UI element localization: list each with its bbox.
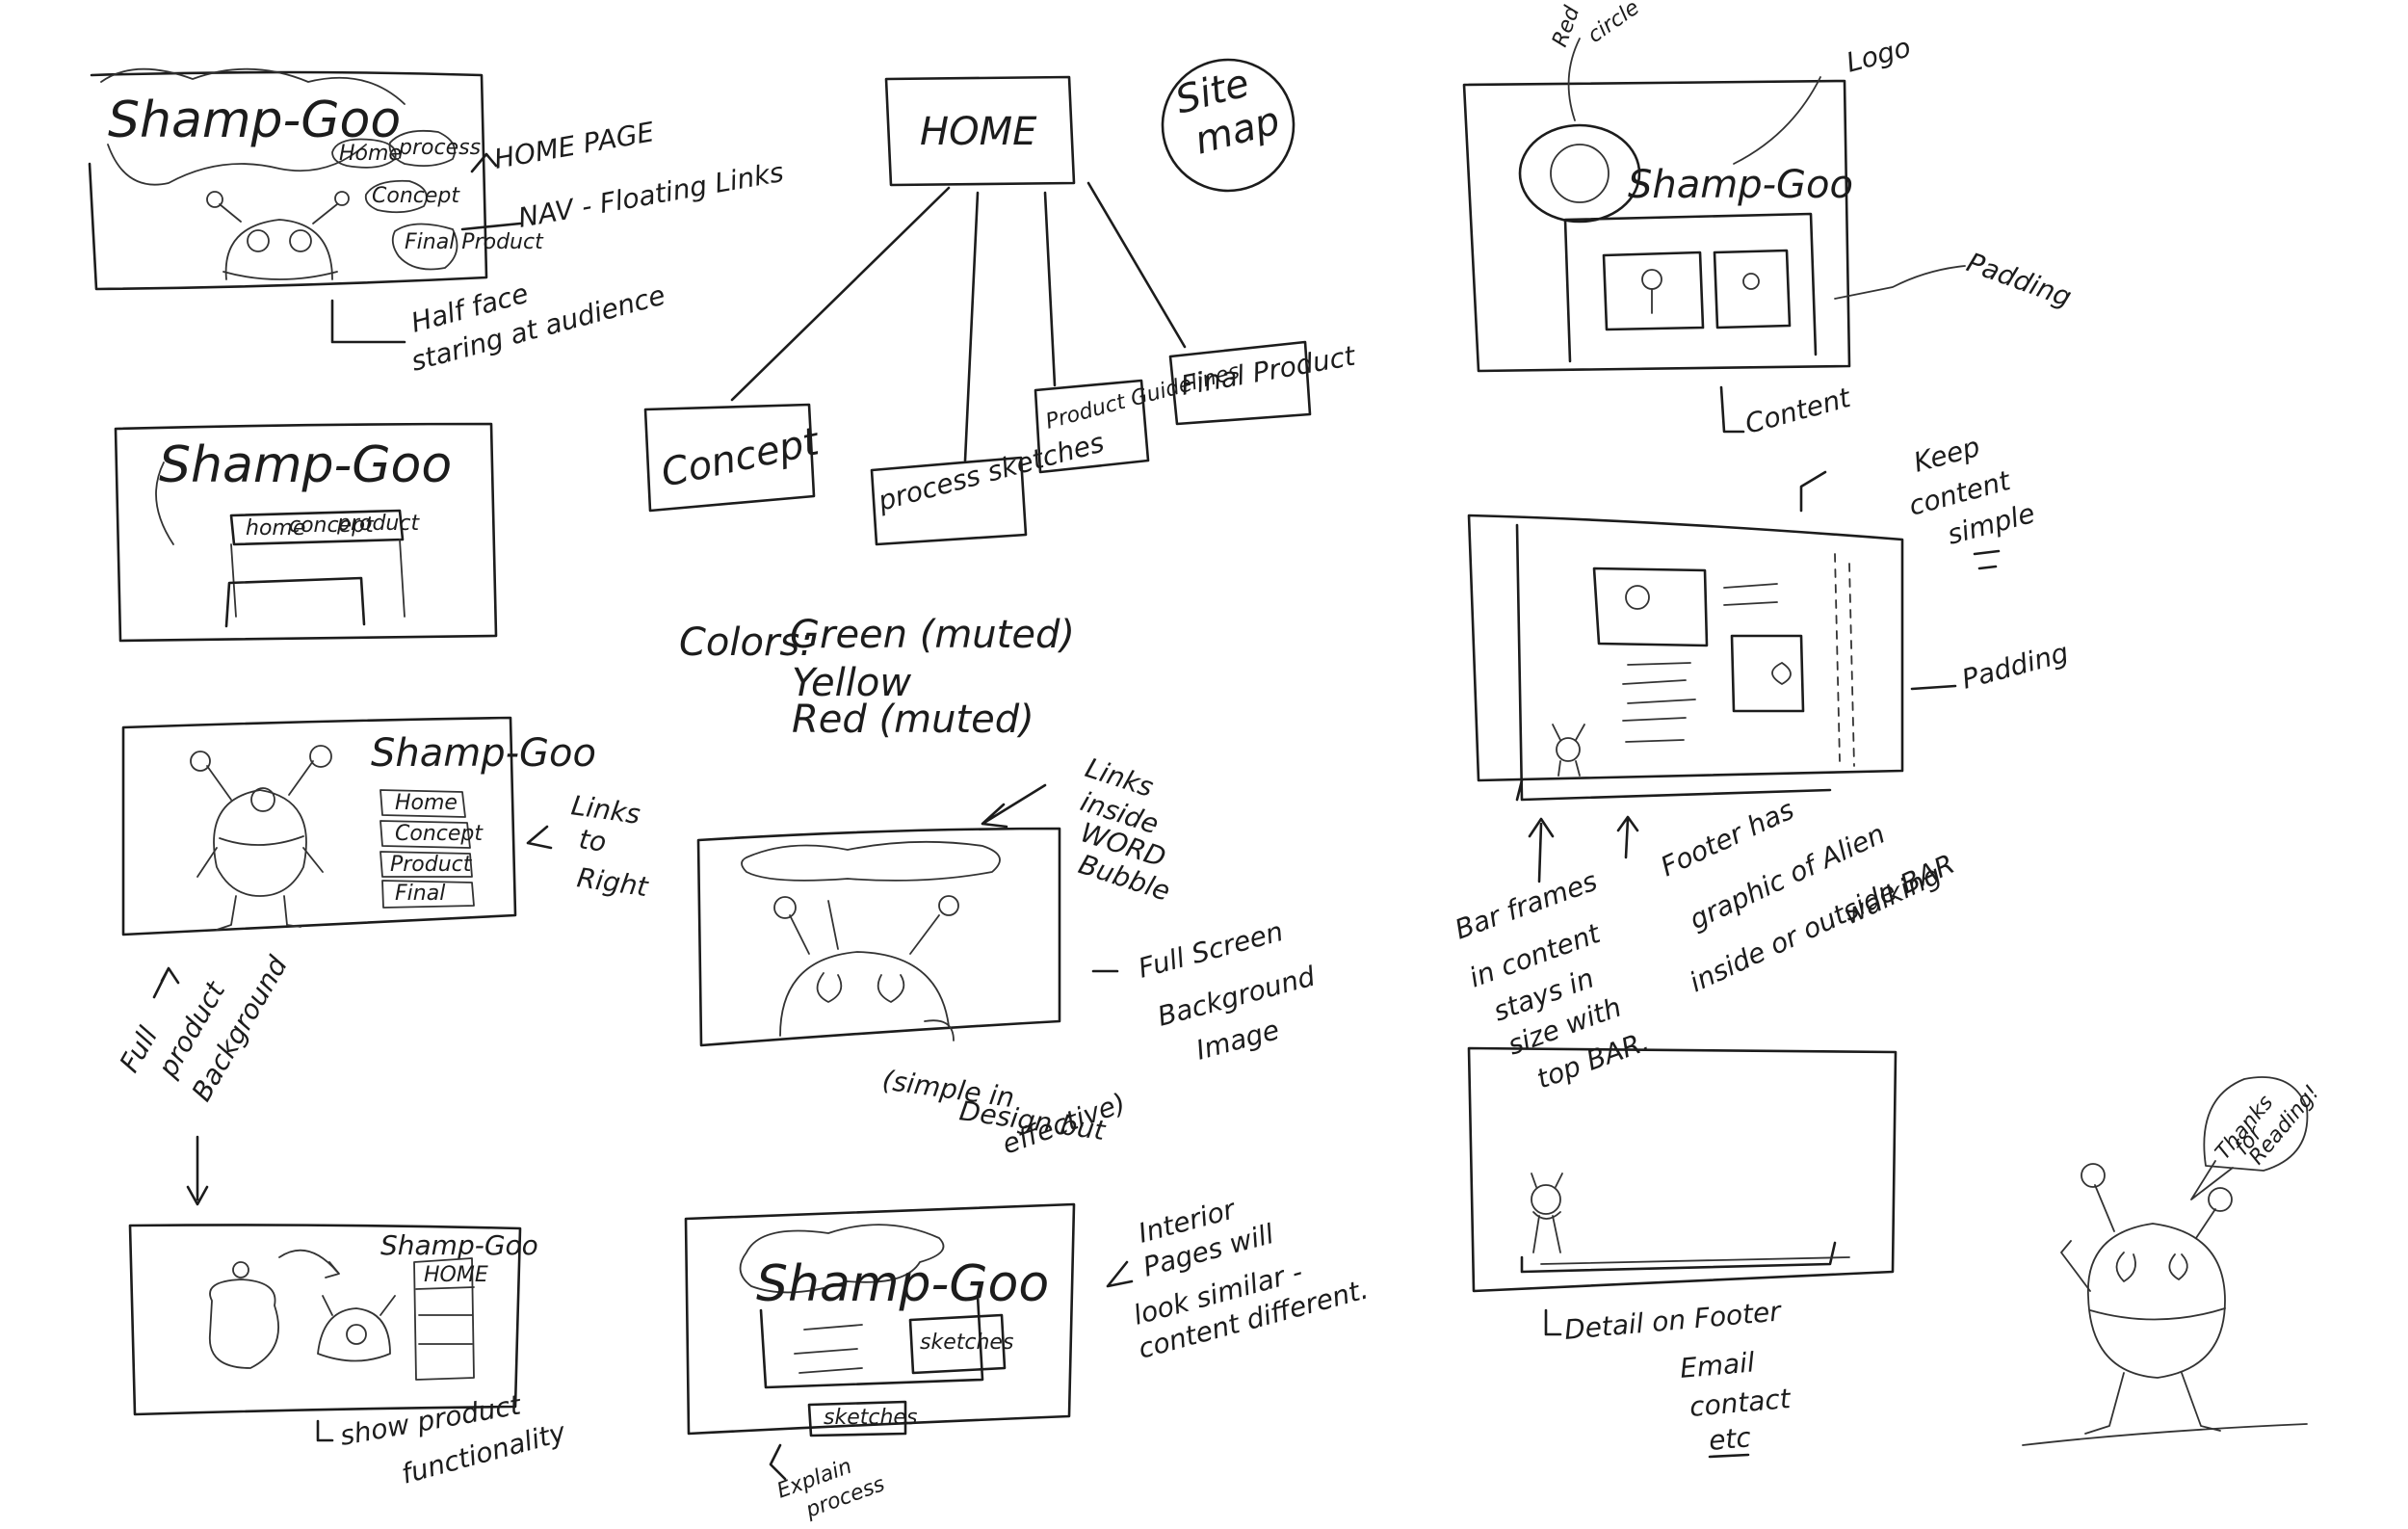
- sketches-content-label: sketches: [920, 1331, 1013, 1355]
- nav-process[interactable]: process: [398, 136, 481, 160]
- sketches-tab-label: sketches: [824, 1406, 917, 1430]
- alien-walking-icon: [1531, 1173, 1563, 1253]
- wireframe-word-bubble: Links inside WORD Bubble Full Screen Bac…: [696, 751, 1319, 1161]
- nav-link-list: Home Concept Product Final: [380, 789, 484, 909]
- alien-full-body-icon: [190, 745, 332, 931]
- wireframe-content-bar: Keep content simple Padding Bar frames i…: [1451, 431, 2072, 1095]
- node-final-product-label: Final Product: [1178, 339, 1358, 401]
- annotation-padding: Padding: [1958, 637, 2072, 696]
- annotation-keep-1: Keep: [1910, 431, 1983, 479]
- wireframe-layout-2: Shamp-Goo home concept product: [114, 422, 498, 643]
- node-concept: [643, 403, 816, 513]
- logo-text: Shamp-Goo: [159, 436, 452, 494]
- annotation-footer-detail-1: Detail on Footer: [1563, 1295, 1784, 1346]
- nav-product[interactable]: Product: [390, 853, 473, 877]
- alien-peek-icon: [317, 1295, 396, 1362]
- annotation-home-page: HOME PAGE: [491, 116, 656, 175]
- wireframe-product-functionality: Shamp-Goo HOME show product functionalit…: [128, 1224, 569, 1490]
- sketches-content-box[interactable]: [908, 1313, 1007, 1375]
- node-process-sketches-label: process sketches: [874, 426, 1107, 517]
- nav-product[interactable]: product: [336, 512, 420, 536]
- annotation-footer-detail-3: contact: [1688, 1383, 1793, 1423]
- mascot-alien: Thanks for Reading!: [2022, 1076, 2324, 1446]
- annotation-full-screen-3: Image: [1192, 1014, 1282, 1067]
- logo-text: Shamp-Goo: [380, 1229, 538, 1261]
- annotation-footer-detail-2: Email: [1679, 1346, 1756, 1384]
- nav-concept[interactable]: Concept: [395, 822, 484, 846]
- node-home-label: HOME: [920, 110, 1037, 154]
- wireframe-layout-3: Shamp-Goo Home Concept Product Final Lin…: [113, 716, 651, 1206]
- logo-text: Shamp-Goo: [371, 731, 596, 776]
- nav-home[interactable]: HOME: [424, 1263, 488, 1287]
- node-product-guidelines: [1034, 379, 1150, 474]
- node-home: [884, 75, 1076, 187]
- annotation-links-3: Right: [575, 861, 651, 903]
- nav-concept[interactable]: Concept: [372, 184, 460, 208]
- logo-text: Shamp-Goo: [756, 1255, 1049, 1313]
- node-process-sketches: [870, 456, 1028, 546]
- colors-note: Colors: Green (muted) Yellow Red (muted): [679, 613, 1075, 742]
- nav-concept[interactable]: concept: [289, 514, 375, 538]
- annotation-simple-3: effective): [998, 1087, 1130, 1161]
- annotation-red-circle-1: Red: [1548, 2, 1584, 50]
- sketches-tab[interactable]: [807, 1400, 907, 1437]
- color-green-muted: Green (muted): [790, 613, 1075, 657]
- speech-bubble: [2203, 1076, 2309, 1172]
- annotation-nav: NAV - Floating Links: [515, 156, 786, 234]
- nav-final[interactable]: Final: [395, 882, 445, 906]
- node-concept-label: Concept: [658, 419, 824, 496]
- nav-final-product[interactable]: Final Product: [405, 230, 544, 254]
- annotation-links-1: Links: [569, 789, 642, 830]
- annotation-red-circle-2: circle: [1584, 0, 1644, 48]
- wireframe-home-page: Shamp-Goo Home process Concept Final Pro…: [88, 67, 786, 378]
- logo-red-circle: [1518, 123, 1641, 224]
- product-bottle-icon: [209, 1261, 279, 1369]
- alien-half-face-icon: [206, 191, 350, 280]
- alien-walking-icon: [1552, 724, 1585, 777]
- alien-large-face-icon: [773, 895, 959, 1041]
- colors-label: Colors:: [679, 620, 813, 665]
- logo-text: Shamp-Goo: [108, 92, 401, 149]
- annotation-padding: Padding: [1963, 247, 2076, 314]
- wireframe-interior-page: Shamp-Goo sketches sketches Interior Pag…: [684, 1193, 1372, 1523]
- logo-text: Shamp-Goo: [1628, 163, 1853, 207]
- site-map-title-circle: [1161, 58, 1296, 193]
- wireframe-footer-detail: Detail on Footer Email contact etc: [1467, 1046, 1898, 1459]
- annotation-logo: Logo: [1843, 31, 1914, 78]
- color-red-muted: Red (muted): [792, 698, 1034, 742]
- nav-home[interactable]: home: [246, 516, 305, 540]
- annotation-links-2: to: [577, 823, 608, 858]
- annotation-content: Content: [1741, 382, 1854, 440]
- annotation-footer-detail-4: etc: [1708, 1421, 1753, 1457]
- nav-home[interactable]: Home: [395, 791, 458, 815]
- word-bubble-nav[interactable]: [741, 840, 1001, 882]
- color-yellow: Yellow: [792, 661, 911, 705]
- wireframe-logo-padding: Shamp-Goo Red circle Logo Padding Conten…: [1462, 0, 2076, 440]
- node-final-product: [1168, 340, 1312, 426]
